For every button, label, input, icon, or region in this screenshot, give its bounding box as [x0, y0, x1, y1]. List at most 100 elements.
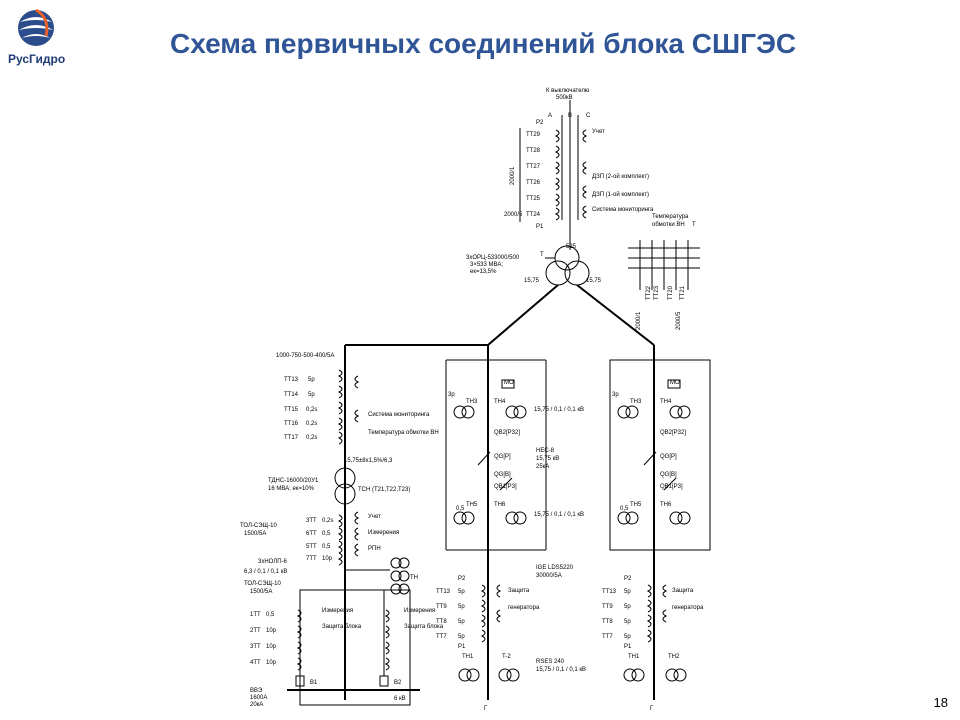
- gen-ct-right-1: TT13: [602, 589, 617, 595]
- gen-breaker-1: HEC-8: [536, 448, 555, 454]
- lv-function-metering: Учет: [368, 514, 381, 520]
- bus-class-2: 10р: [266, 628, 277, 634]
- slide-title: Схема первичных соединений блока СШГЭС: [170, 28, 797, 59]
- cell-mo-right: MO: [670, 380, 680, 386]
- gen-class-left-3: 5р: [458, 619, 465, 625]
- gen-function-right-2: генератора: [672, 605, 704, 611]
- ct-function-metering: Учет: [592, 129, 605, 135]
- ground-vt: RSES 240: [536, 659, 565, 665]
- gen-function-left-1: Защита: [508, 588, 530, 594]
- logo-text: РусГидро: [8, 52, 66, 66]
- gen-function-right-1: Защита: [672, 588, 694, 594]
- lv-ct-5tt: 5ТТ: [306, 544, 317, 550]
- gen-class-left-1: 5р: [458, 589, 465, 595]
- temp-label-1: Температура: [652, 214, 689, 220]
- mt-lv-right: 15,75: [586, 278, 602, 284]
- cell-tn3-right: TH3: [630, 399, 642, 405]
- left-ct-tt17: TT17: [284, 435, 299, 441]
- lv-function-rpn: РПН: [368, 546, 381, 552]
- cell-tn6-right: TH6: [660, 502, 672, 508]
- generator-cell-left: [445, 359, 547, 551]
- gen-class-left-4: 5р: [458, 634, 465, 640]
- supply-label-1: К выключателю: [546, 88, 590, 94]
- b1-label: B1: [310, 680, 318, 686]
- left-ct-coils: [337, 369, 360, 445]
- bus-ct-2: 2TT: [250, 628, 261, 634]
- cell-tn5-left: TH5: [466, 502, 478, 508]
- main-transformer: [545, 245, 590, 286]
- aux-lv-coils: [337, 511, 360, 566]
- lv-class-1: 0,2s: [322, 518, 333, 524]
- gen-class-right-2: 5р: [624, 604, 631, 610]
- left-ct-class-5: 0,2s: [306, 435, 317, 441]
- cell-tn5-right: TH5: [630, 502, 642, 508]
- b2-label: B2: [394, 680, 402, 686]
- gen-breaker-3: 25кА: [536, 464, 549, 470]
- mt-rating-2: 3×533 МВА;: [470, 262, 503, 268]
- ct-tt24: TT24: [526, 212, 541, 218]
- p2-top: P2: [536, 120, 544, 126]
- mt-lv-left: 15,75: [524, 278, 540, 284]
- gen-function-left-2: генератора: [508, 605, 540, 611]
- cell-vt-ratio-2-left: 15,75 / 0,1 / 0,1 кВ: [534, 512, 584, 518]
- cell-vts-right: [617, 379, 691, 525]
- cell-class-05-left: 0,5: [456, 506, 465, 512]
- left-function-temp: Температура обмотки ВН: [368, 430, 439, 436]
- gen-g-left: Г: [484, 706, 488, 712]
- left-function-monitoring: Система мониторинга: [368, 412, 430, 418]
- ct-tt26: TT26: [526, 180, 541, 186]
- gen-th1-right: TH1: [628, 654, 640, 660]
- gen-th1-left: TH1: [462, 654, 474, 660]
- aux-transformer: [334, 467, 356, 505]
- cell-tn3-left: TH3: [466, 399, 478, 405]
- cell-qb1-right: QB1[P3]: [660, 484, 683, 490]
- lv-ct-6tt: 6ТТ: [306, 531, 317, 537]
- right-ct-block: [628, 240, 700, 290]
- cell-qg-right: QG[P]: [660, 454, 677, 460]
- breaker-1: ВВЭ: [250, 688, 263, 694]
- ct-tt27: TT27: [526, 164, 541, 170]
- gen-class-left-2: 5р: [458, 604, 465, 610]
- aux-voltage: 15,75±8x1,5%/6,3: [344, 458, 393, 464]
- bus-ct-coils: [296, 609, 390, 671]
- bus-ct-4: 4TT: [250, 660, 261, 666]
- cell-qg2-right: QG[B]: [660, 472, 677, 478]
- ct-function-dzp1: ДЗП (1-ой комплект): [592, 191, 649, 198]
- bus-class-3: 10р: [266, 644, 277, 650]
- cell-qb1-left: QB1[P3]: [494, 484, 517, 490]
- gen-t2-left: T-2: [502, 654, 511, 660]
- rushydro-logo: РусГидро: [6, 8, 84, 68]
- bus-ct-3: 3TT: [250, 644, 261, 650]
- gen-g-right: Г: [650, 706, 654, 712]
- generator-cell-right: [609, 359, 711, 551]
- mt-hv-voltage: 525: [566, 244, 577, 250]
- gen-ct-type: IGE LDS5220: [536, 565, 574, 571]
- right-ct-tt20: TT20: [668, 285, 674, 300]
- gen-ct-right-4: TT7: [602, 634, 613, 640]
- tsn-label: ТСН (Т21,Т22,Т23): [358, 487, 410, 493]
- gen-th2-right: TH2: [668, 654, 680, 660]
- generator-cts-left: [458, 584, 520, 682]
- aux-trafo-2: 16 МВА; eк=10%: [268, 486, 315, 492]
- gen-ct-left-3: TT8: [436, 619, 447, 625]
- right-ct-tt22: TT22: [646, 285, 652, 300]
- left-ct-class-3: 0,2s: [306, 407, 317, 413]
- mt-rating-1: 3хОРЦ-533000/500: [466, 255, 520, 261]
- vt-ratio: 6,3 / 0,1 / 0,1 кВ: [244, 569, 287, 575]
- page-number: 18: [933, 695, 948, 710]
- left-ct-tt13: TT13: [284, 377, 299, 383]
- cell-qg2-left: QG[B]: [494, 472, 511, 478]
- bus-voltage: 6 кВ: [394, 696, 406, 702]
- ct-low-ratio: 2000/5: [504, 212, 523, 218]
- left-ct-tt14: TT14: [284, 392, 299, 398]
- gen-ct-p2-right: P2: [624, 576, 632, 582]
- temp-t: T: [692, 222, 696, 228]
- gen-ct-left-4: TT7: [436, 634, 447, 640]
- cell-mo-left: MO: [504, 380, 514, 386]
- lv-class-4: 10р: [322, 556, 333, 562]
- bus-ct-ratio: 1500/5А: [250, 589, 272, 595]
- gen-ct-left-1: TT13: [436, 589, 451, 595]
- gen-breaker-2: 15,75 кВ: [536, 456, 559, 462]
- lv-ct-7tt: 7ТТ: [306, 556, 317, 562]
- ct-tt28: TT28: [526, 148, 541, 154]
